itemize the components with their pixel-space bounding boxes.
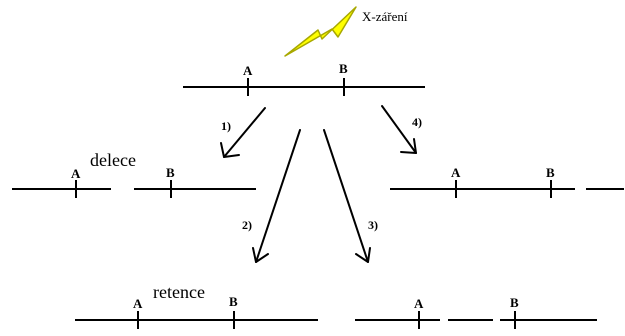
locus-a-label: A <box>71 166 81 181</box>
radiation-label: X-záření <box>362 9 408 24</box>
arrow-3: 3) <box>323 129 378 263</box>
locus-b-label: B <box>510 295 519 310</box>
locus-b-label: B <box>339 61 348 76</box>
pathway-4-number: 4) <box>412 115 422 129</box>
pathway-1-number: 1) <box>221 119 231 133</box>
locus-a-label: A <box>133 296 143 311</box>
lightning-bolt-icon <box>284 6 357 57</box>
pathway-3-number: 3) <box>368 218 378 232</box>
locus-a-label: A <box>414 296 424 311</box>
locus-a-label: A <box>243 63 253 78</box>
locus-b-label: B <box>229 294 238 309</box>
outcome-4: A B <box>390 165 624 198</box>
deletion-label: delece <box>90 150 136 170</box>
arrow-1: 1) <box>220 107 266 158</box>
arrow-2: 2) <box>242 129 301 263</box>
original-chromosome: A B <box>183 61 425 96</box>
retention-label: retence <box>153 282 205 302</box>
arrow-4: 4) <box>381 105 422 154</box>
locus-a-label: A <box>451 165 461 180</box>
locus-b-label: B <box>546 165 555 180</box>
locus-b-label: B <box>166 165 175 180</box>
outcome-1-deletion: delece A B <box>12 150 256 198</box>
outcome-3: A B <box>355 295 597 329</box>
outcome-2-retention: retence A B <box>75 282 318 329</box>
pathway-2-number: 2) <box>242 218 252 232</box>
